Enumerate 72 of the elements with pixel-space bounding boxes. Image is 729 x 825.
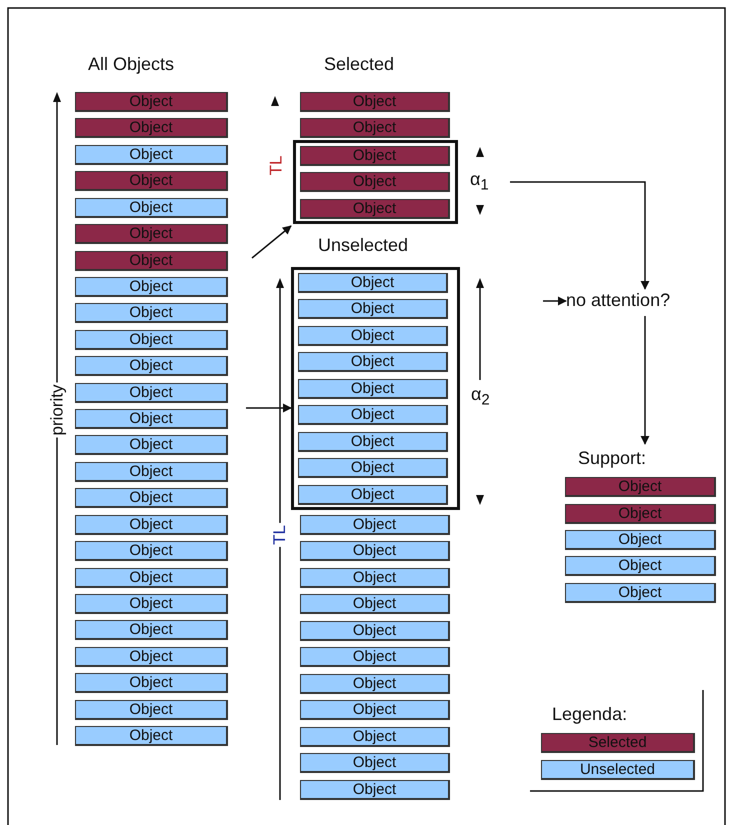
object-bar: Object bbox=[75, 144, 228, 165]
column-heading: Selected bbox=[324, 53, 394, 75]
object-bar: Object bbox=[75, 541, 228, 562]
object-bar: Object bbox=[300, 753, 450, 773]
object-bar: Object bbox=[300, 541, 450, 561]
object-bar: Object bbox=[298, 405, 448, 426]
object-bar: Object bbox=[75, 646, 228, 667]
object-bar: Object bbox=[298, 352, 448, 372]
object-bar: Object bbox=[300, 594, 450, 614]
object-bar: Object bbox=[300, 647, 450, 667]
object-bar: Object bbox=[565, 477, 716, 498]
object-bar: Object bbox=[75, 462, 228, 482]
column-heading: All Objects bbox=[88, 53, 174, 75]
object-bar: Object bbox=[300, 172, 450, 192]
object-bar: Object bbox=[75, 276, 228, 297]
arrow bbox=[543, 296, 567, 306]
object-bar: Object bbox=[298, 273, 448, 293]
object-bar: Object bbox=[300, 568, 450, 588]
object-bar: Object bbox=[300, 620, 450, 640]
object-bar: Object bbox=[298, 432, 448, 452]
object-bar: Object bbox=[75, 330, 228, 350]
threshold-label: TL bbox=[267, 156, 284, 176]
legend-swatch: Selected bbox=[541, 733, 695, 753]
object-bar: Object bbox=[75, 409, 228, 430]
object-bar: Object bbox=[75, 435, 228, 456]
object-bar: Object bbox=[565, 582, 716, 602]
object-bar: Object bbox=[75, 488, 228, 508]
object-bar: Object bbox=[300, 118, 450, 138]
object-bar: Object bbox=[300, 780, 450, 800]
arrow bbox=[252, 225, 292, 259]
object-bar: Object bbox=[300, 146, 450, 166]
object-bar: Object bbox=[75, 726, 228, 746]
object-bar: Object bbox=[75, 594, 228, 614]
arrow bbox=[510, 181, 650, 290]
column-heading: Unselected bbox=[318, 234, 408, 256]
object-bar: Object bbox=[298, 378, 448, 399]
object-bar: Object bbox=[298, 458, 448, 478]
object-bar: Object bbox=[75, 171, 228, 192]
object-bar: Object bbox=[75, 224, 228, 244]
arrow bbox=[640, 316, 650, 445]
object-bar: Object bbox=[75, 620, 228, 640]
object-bar: Object bbox=[565, 530, 716, 550]
object-bar: Object bbox=[75, 382, 228, 403]
dimension-label: α$_{2}$ bbox=[471, 383, 490, 411]
object-bar: Object bbox=[75, 118, 228, 138]
object-bar: Object bbox=[300, 514, 450, 534]
object-bar: Object bbox=[75, 250, 228, 271]
object-bar: Object bbox=[300, 700, 450, 720]
selection-frame bbox=[291, 267, 460, 510]
object-bar: Object bbox=[75, 514, 228, 535]
object-bar: Object bbox=[75, 92, 228, 112]
object-bar: Object bbox=[300, 674, 450, 694]
object-bar: Object bbox=[300, 92, 450, 112]
object-bar: Object bbox=[565, 504, 716, 524]
object-bar: Object bbox=[565, 556, 716, 576]
object-bar: Object bbox=[298, 299, 448, 320]
object-bar: Object bbox=[75, 568, 228, 588]
arrow bbox=[246, 404, 292, 412]
object-bar: Object bbox=[75, 356, 228, 376]
object-bar: Object bbox=[75, 673, 228, 694]
object-bar: Object bbox=[298, 326, 448, 346]
object-bar: Object bbox=[298, 484, 448, 505]
flow-text: α$_{1}$ bbox=[470, 168, 504, 196]
legend-title: Legenda: bbox=[552, 703, 628, 725]
flow-text: no attention? bbox=[566, 289, 714, 313]
object-bar: Object bbox=[300, 198, 450, 219]
object-bar: Object bbox=[75, 198, 228, 218]
legend-swatch: Unselected bbox=[541, 760, 695, 780]
flow-text: Support: bbox=[578, 447, 678, 471]
object-bar: Object bbox=[75, 700, 228, 720]
object-bar: Object bbox=[75, 303, 228, 324]
object-bar: Object bbox=[300, 726, 450, 746]
